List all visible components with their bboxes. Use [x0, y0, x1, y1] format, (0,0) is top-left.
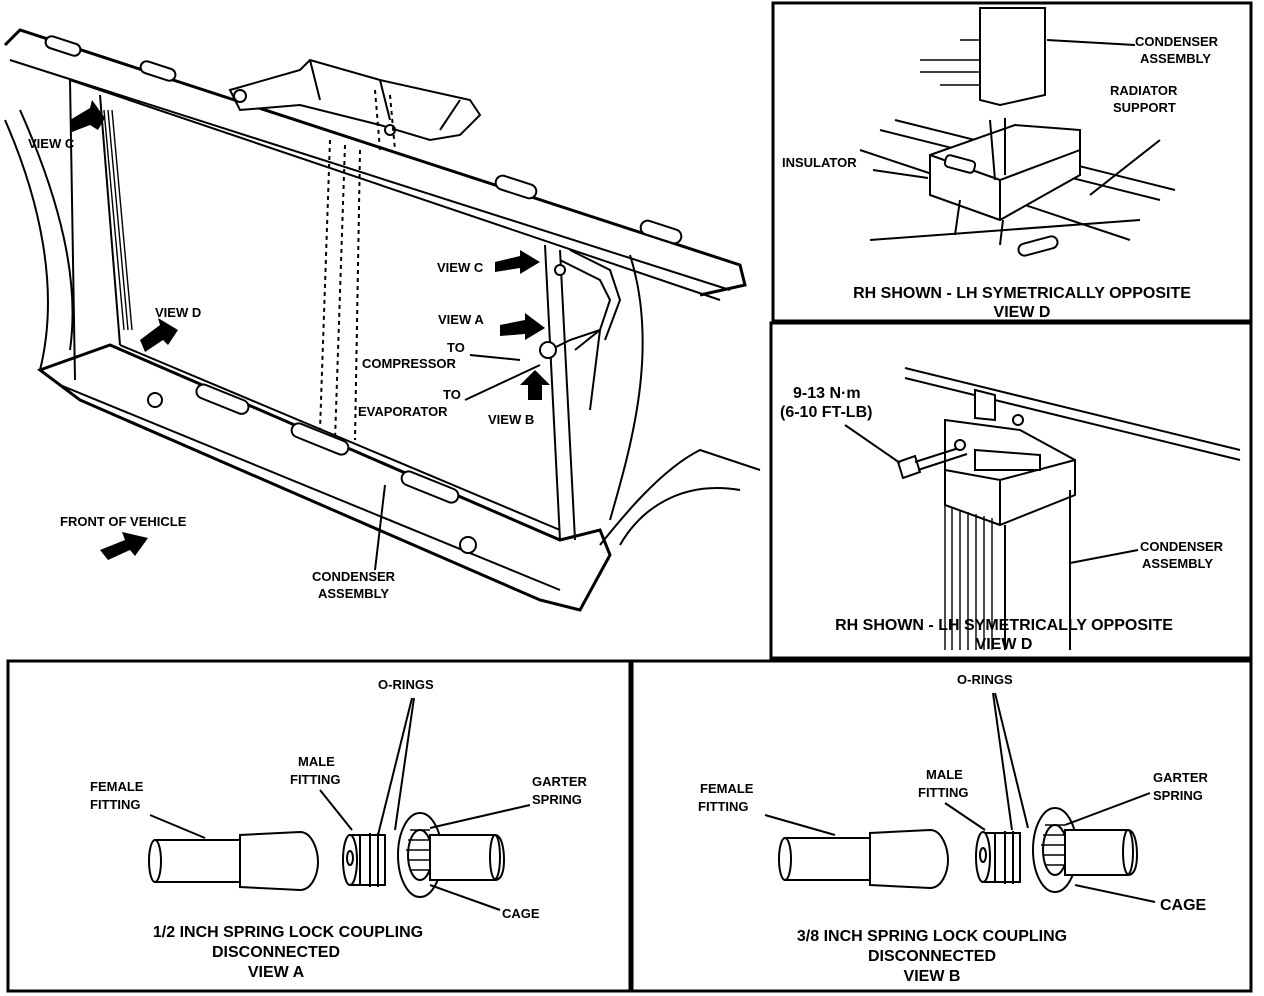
- label-torque-2: (6-10 FT-LB): [780, 404, 872, 421]
- label-o-rings: O-RINGS: [957, 672, 1013, 687]
- label-to-evaporator-1: TO: [443, 387, 461, 402]
- panel-caption-3: VIEW A: [248, 964, 305, 981]
- panel-caption-2: DISCONNECTED: [868, 948, 996, 965]
- label-radiator-1: RADIATOR: [1110, 83, 1178, 98]
- label-male-1: MALE: [926, 767, 963, 782]
- label-view-b: VIEW B: [488, 412, 534, 427]
- view-b-arrow-icon: [520, 370, 550, 400]
- front-of-vehicle-arrow-icon: [100, 532, 148, 560]
- label-view-c-right: VIEW C: [437, 260, 484, 275]
- label-front-of-vehicle: FRONT OF VEHICLE: [60, 514, 187, 529]
- label-radiator-2: SUPPORT: [1113, 100, 1176, 115]
- label-insulator: INSULATOR: [782, 155, 857, 170]
- label-to-compressor-1: TO: [447, 340, 465, 355]
- main-condenser-view: VIEW C VIEW D VIEW C VIEW A TO COMPRESSO…: [3, 28, 761, 612]
- panel-caption-1: 3/8 INCH SPRING LOCK COUPLING: [797, 928, 1067, 945]
- panel-view-d-insulator: CONDENSER ASSEMBLY RADIATOR SUPPORT INSU…: [771, 1, 1253, 323]
- view-c-arrow-icon: [70, 100, 105, 132]
- panel-caption-1: 1/2 INCH SPRING LOCK COUPLING: [153, 924, 423, 941]
- panel-caption-1: RH SHOWN - LH SYMETRICALLY OPPOSITE: [835, 617, 1173, 634]
- label-condenser-2: ASSEMBLY: [318, 586, 389, 601]
- label-male-1: MALE: [298, 754, 335, 769]
- panel-view-a: O-RINGS MALE FITTING FEMALE FITTING GART…: [6, 659, 632, 993]
- view-c-right-arrow-icon: [495, 250, 540, 274]
- label-condenser-1: CONDENSER: [1135, 34, 1219, 49]
- panel-caption-2: VIEW D: [976, 636, 1033, 653]
- label-male-2: FITTING: [918, 785, 969, 800]
- label-view-d: VIEW D: [155, 305, 201, 320]
- view-d-arrow-icon: [140, 318, 178, 352]
- label-female-2: FITTING: [698, 799, 749, 814]
- panel-caption-2: DISCONNECTED: [212, 944, 340, 961]
- label-view-c: VIEW C: [28, 136, 75, 151]
- label-condenser-1: CONDENSER: [312, 569, 396, 584]
- label-female-1: FEMALE: [90, 779, 144, 794]
- label-torque-1: 9-13 N·m: [793, 385, 861, 402]
- label-garter-2: SPRING: [1153, 788, 1203, 803]
- label-o-rings: O-RINGS: [378, 677, 434, 692]
- label-garter-1: GARTER: [532, 774, 588, 789]
- label-cage: CAGE: [1160, 897, 1207, 914]
- label-garter-2: SPRING: [532, 792, 582, 807]
- label-view-a: VIEW A: [438, 312, 484, 327]
- label-garter-1: GARTER: [1153, 770, 1209, 785]
- label-to-evaporator-2: EVAPORATOR: [358, 404, 448, 419]
- panel-caption-1: RH SHOWN - LH SYMETRICALLY OPPOSITE: [853, 285, 1191, 302]
- label-male-2: FITTING: [290, 772, 341, 787]
- label-condenser-2: ASSEMBLY: [1140, 51, 1211, 66]
- label-cage: CAGE: [502, 906, 540, 921]
- label-to-compressor-2: COMPRESSOR: [362, 356, 457, 371]
- label-condenser-1: CONDENSER: [1140, 539, 1224, 554]
- panel-view-d-bolt: 9-13 N·m (6-10 FT-LB) CONDENSER ASSEMBLY…: [769, 321, 1253, 660]
- panel-caption-2: VIEW D: [994, 304, 1051, 321]
- view-a-arrow-icon: [500, 313, 545, 340]
- label-condenser-2: ASSEMBLY: [1142, 556, 1213, 571]
- panel-view-b: O-RINGS MALE FITTING FEMALE FITTING GART…: [630, 659, 1253, 993]
- label-female-2: FITTING: [90, 797, 141, 812]
- panel-caption-3: VIEW B: [904, 968, 961, 985]
- label-female-1: FEMALE: [700, 781, 754, 796]
